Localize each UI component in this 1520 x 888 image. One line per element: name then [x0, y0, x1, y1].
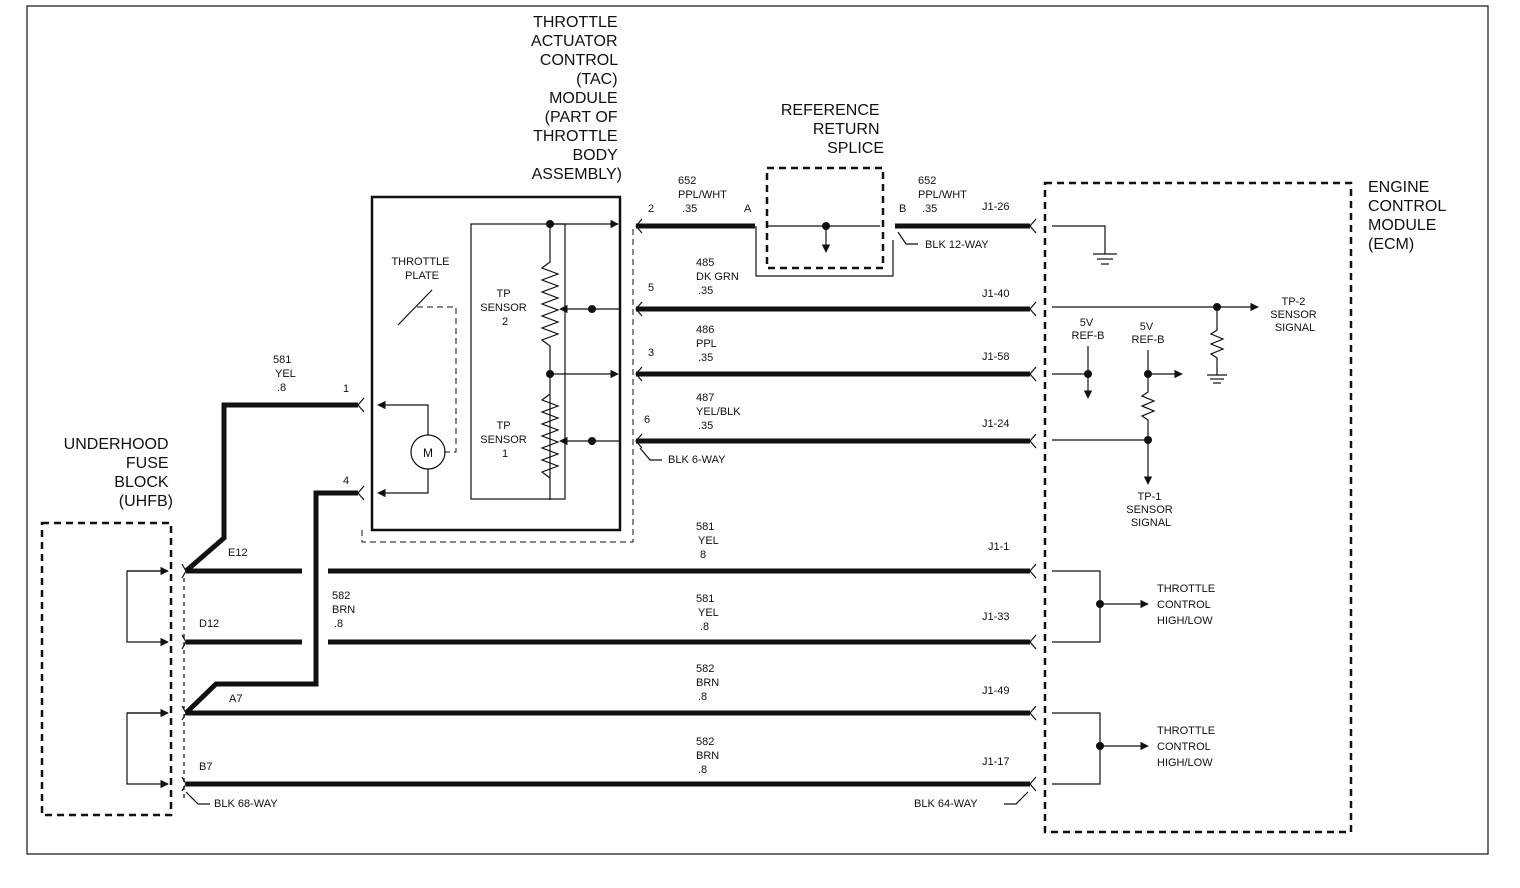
splice-box — [765, 166, 885, 270]
ecm-tc1-bracket — [1052, 570, 1101, 643]
blk-64way-label: BLK 64-WAY — [914, 798, 978, 810]
diagram-border — [26, 5, 1489, 855]
ecm-title: ENGINE CONTROL MODULE (ECM) — [1368, 179, 1450, 253]
tac-module-title: THROTTLE ACTUATOR CONTROL (TAC) MODULE (… — [531, 14, 622, 183]
splice-return-line — [755, 226, 894, 277]
pin-tac-3: 3 — [648, 347, 654, 359]
uhfb-jumper-e12-d12 — [126, 570, 169, 647]
tac-connector-marks — [357, 218, 643, 501]
pin-tac-6: 6 — [644, 414, 650, 426]
ecm-ground-feed — [1052, 225, 1106, 254]
splice-title: REFERENCE RETURN SPLICE — [781, 102, 884, 157]
pin-tac-2: 2 — [648, 203, 654, 215]
pin-ecm-j1-24: J1-24 — [982, 418, 1010, 430]
pin-ecm-j1-49: J1-49 — [982, 685, 1010, 697]
wire-581-to-tac — [184, 402, 358, 573]
circuit-581-b-label: 581 YEL .8 — [696, 593, 721, 633]
pin-tac-5: 5 — [648, 282, 654, 294]
tp1-sensor-signal-label: TP-1 SENSOR SIGNAL — [1126, 491, 1176, 529]
blk-12way-leader — [897, 231, 918, 245]
ecm-ground-icon — [1093, 253, 1117, 265]
ecm-box — [1043, 181, 1353, 834]
tac-module-box — [370, 195, 622, 532]
pin-splice-a: A — [744, 203, 752, 215]
ref-a-label: 5V REF-B — [1072, 317, 1105, 342]
blk-68way-label: BLK 68-WAY — [214, 798, 278, 810]
circuit-581-top-label: 581 YEL .8 — [273, 354, 298, 394]
motor-label: M — [423, 446, 433, 460]
circuit-582-b-label: 582 BRN .8 — [696, 736, 722, 776]
pin-uhfb-d12: D12 — [199, 618, 219, 630]
pin-uhfb-b7: B7 — [199, 761, 212, 773]
pin-ecm-j1-40: J1-40 — [982, 288, 1010, 300]
blk-12way-label: BLK 12-WAY — [925, 239, 989, 251]
ecm-tp2-ground-icon — [1207, 374, 1227, 384]
blk-68way-leader — [185, 791, 210, 805]
tp-sensor-housing — [470, 223, 566, 500]
pin-tac-1: 1 — [343, 383, 349, 395]
uhfb-connector-marks — [181, 563, 187, 800]
circuit-581-a-label: 581 YEL 8 — [696, 521, 721, 561]
splice-node — [822, 222, 830, 230]
circuit-582-a-label: 582 BRN .8 — [696, 663, 722, 703]
tac-connector-outline — [361, 225, 634, 543]
pin-tac-4: 4 — [343, 475, 349, 487]
pin-ecm-j1-1: J1-1 — [988, 541, 1009, 553]
wire-582-to-tac — [184, 490, 358, 715]
ecm-tc2-bracket — [1052, 712, 1101, 785]
circuit-487-label: 487 YEL/BLK .35 — [696, 392, 744, 432]
motor-pin4-lead — [377, 469, 429, 498]
blk-6way-leader — [639, 447, 662, 461]
circuit-652-right-label: 652 PPL/WHT .35 — [918, 175, 970, 215]
ref-b-label: 5V REF-B — [1132, 321, 1165, 346]
circuit-582-left-label: 582 BRN .8 — [332, 590, 358, 630]
ecm-ref-b-resistor — [1140, 374, 1156, 440]
blk-6way-label: BLK 6-WAY — [668, 454, 726, 466]
tp2-sensor-signal-label: TP-2 SENSOR SIGNAL — [1270, 296, 1320, 334]
uhfb-box — [40, 521, 173, 817]
throttle-control-2-label: THROTTLE CONTROL HIGH/LOW — [1157, 725, 1218, 769]
ecm-connector-marks — [1029, 218, 1037, 792]
pin-ecm-j1-58: J1-58 — [982, 351, 1010, 363]
blk-64way-leader — [1004, 791, 1029, 805]
circuit-485-label: 485 DK GRN .35 — [696, 257, 742, 297]
throttle-control-1-label: THROTTLE CONTROL HIGH/LOW — [1157, 583, 1218, 627]
ecm-tp2-pulldown — [1209, 307, 1225, 375]
circuit-652-left-label: 652 PPL/WHT .35 — [678, 175, 730, 215]
pin-splice-b: B — [899, 203, 906, 215]
throttle-plate-label: THROTTLE PLATE — [391, 256, 452, 282]
tp-sensor-1-label: TP SENSOR 1 — [480, 420, 530, 460]
circuit-486-label: 486 PPL .35 — [696, 324, 719, 364]
tp-sensor-2-label: TP SENSOR 2 — [480, 288, 530, 328]
pin-ecm-j1-26: J1-26 — [982, 201, 1010, 213]
plate-link-dashed — [417, 306, 457, 453]
pin-ecm-j1-33: J1-33 — [982, 611, 1010, 623]
pin-uhfb-a7: A7 — [229, 693, 242, 705]
pin-ecm-j1-17: J1-17 — [982, 756, 1010, 768]
pin-uhfb-e12: E12 — [228, 547, 248, 559]
uhfb-jumper-a7-b7 — [126, 712, 169, 789]
uhfb-title: UNDERHOOD FUSE BLOCK (UHFB) — [64, 436, 173, 510]
motor-pin1-lead — [377, 400, 429, 435]
tp1-resistor — [540, 393, 560, 479]
throttle-plate-icon — [397, 289, 433, 326]
tp2-resistor — [540, 224, 560, 500]
